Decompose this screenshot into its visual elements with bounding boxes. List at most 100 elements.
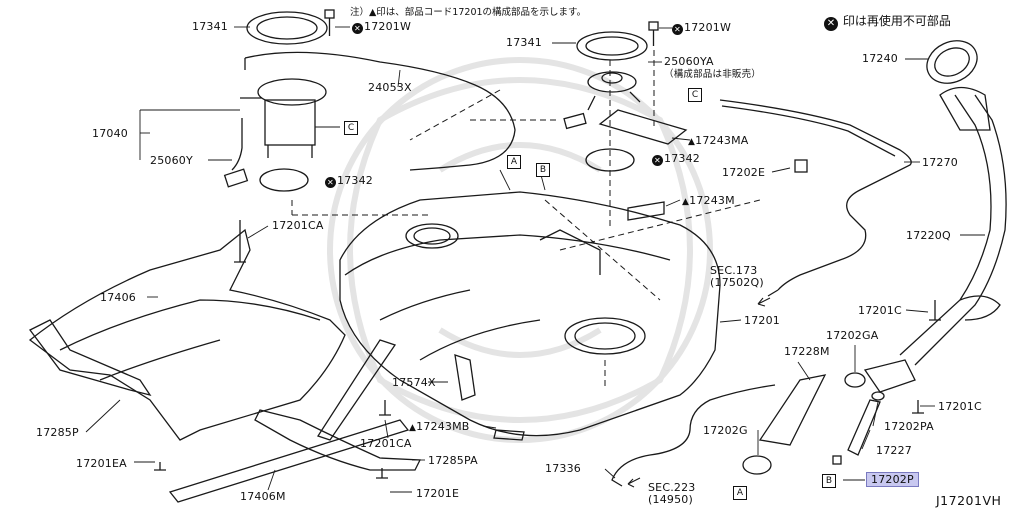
ref-box-c-right: C xyxy=(688,88,702,102)
ref-box-c-left: C xyxy=(344,121,358,135)
strap-17406m xyxy=(168,419,410,503)
section-ref-173-part: (17502Q) xyxy=(710,276,764,289)
part-label-17040[interactable]: 17040 xyxy=(92,127,128,140)
clip-17202e xyxy=(794,159,808,173)
part-label-17228m[interactable]: 17228M xyxy=(784,345,830,358)
part-label-17201c-top[interactable]: 17201C xyxy=(858,304,902,317)
part-label-17342-left[interactable]: ✕17342 xyxy=(325,174,373,188)
part-label-17341-right[interactable]: 17341 xyxy=(506,36,542,49)
part-label-17227[interactable]: 17227 xyxy=(876,444,912,457)
triangle-mark: ▲ xyxy=(682,197,690,207)
part-label-17202e[interactable]: 17202E xyxy=(722,166,766,179)
part-label-17202ga[interactable]: 17202GA xyxy=(826,329,879,342)
part-label-17406m[interactable]: 17406M xyxy=(240,490,286,503)
part-label-17201w-right[interactable]: ✕17201W xyxy=(672,21,731,35)
part-number: 17201W xyxy=(364,20,412,33)
part-label-17201ca-bottom[interactable]: 17201CA xyxy=(360,437,412,450)
part-note-25060ya: （構成部品は非販売） xyxy=(664,69,762,80)
heat-insulator-17406 xyxy=(28,228,346,441)
watermark-emblem xyxy=(327,57,713,443)
legend-text: 印は再使用不可部品 xyxy=(842,14,951,28)
part-label-17285p[interactable]: 17285P xyxy=(36,426,79,439)
part-label-17240[interactable]: 17240 xyxy=(862,52,898,65)
triangle-mark: ▲ xyxy=(409,423,417,433)
section-ref-223[interactable]: SEC.223 xyxy=(648,481,696,494)
not-reusable-icon: ✕ xyxy=(672,24,683,35)
part-label-17243ma[interactable]: ▲17243MA xyxy=(688,134,749,149)
part-label-17406[interactable]: 17406 xyxy=(100,291,136,304)
fuel-gauge-cap-25060ya xyxy=(587,71,641,111)
part-label-17220q[interactable]: 17220Q xyxy=(906,229,951,242)
not-reusable-icon: ✕ xyxy=(824,17,838,31)
pad-17243ma xyxy=(598,109,688,145)
part-label-17201ea[interactable]: 17201EA xyxy=(76,457,127,470)
part-label-17270[interactable]: 17270 xyxy=(922,156,958,169)
hose-17228m xyxy=(758,374,827,446)
part-label-17243m[interactable]: ▲17243M xyxy=(682,194,735,209)
vent-tube-17270 xyxy=(719,99,912,291)
legend: ✕ 印は再使用不可部品 xyxy=(824,12,951,31)
section-ref-223-part: (14950) xyxy=(648,493,693,506)
not-reusable-icon: ✕ xyxy=(352,23,363,34)
bracket-17574x xyxy=(454,354,476,401)
seal-ring-17341-left xyxy=(246,11,328,45)
pad-17243mb xyxy=(493,429,525,441)
harness-24053x xyxy=(244,51,516,171)
bolt-17201w-right xyxy=(648,21,659,46)
ref-box-a-top: A xyxy=(507,155,521,169)
part-label-17201e[interactable]: 17201E xyxy=(416,487,460,500)
part-label-17201ca-top[interactable]: 17201CA xyxy=(272,219,324,232)
part-label-17341-left[interactable]: 17341 xyxy=(192,20,228,33)
part-label-25060y[interactable]: 25060Y xyxy=(150,154,193,167)
pad-17243m xyxy=(627,201,665,221)
part-number: 17201W xyxy=(684,21,732,34)
part-label-17574x[interactable]: 17574X xyxy=(392,376,436,389)
part-label-17201[interactable]: 17201 xyxy=(744,314,780,327)
triangle-mark: ▲ xyxy=(688,137,696,147)
not-reusable-icon: ✕ xyxy=(652,155,663,166)
bolt-17201w-left xyxy=(324,9,335,36)
part-label-17342-right[interactable]: ✕17342 xyxy=(652,152,700,166)
tube-17336 xyxy=(611,384,776,487)
clamp-17202pa xyxy=(871,391,885,401)
part-label-25060ya[interactable]: 25060YA xyxy=(664,55,714,68)
part-number: 17243MB xyxy=(416,420,470,433)
leader-lines xyxy=(85,26,985,493)
fuel-level-sender-25060y xyxy=(223,118,249,188)
not-reusable-icon: ✕ xyxy=(325,177,336,188)
fuel-tank-17201 xyxy=(339,191,721,437)
part-label-17202p-highlighted[interactable]: 17202P xyxy=(866,472,919,487)
hose-17227 xyxy=(847,399,881,456)
shield-17285pa xyxy=(254,409,422,471)
seal-ring-17341-right xyxy=(576,31,648,61)
clamp-17202g xyxy=(742,455,772,475)
bracket-17285p xyxy=(29,319,152,397)
part-label-17336[interactable]: 17336 xyxy=(545,462,581,475)
header-note: 注）▲印は、部品コード17201の構成部品を示します。 xyxy=(350,7,587,18)
part-label-17202pa[interactable]: 17202PA xyxy=(884,420,934,433)
ref-box-b-bottom: B xyxy=(822,474,836,488)
leader-dashes xyxy=(291,50,761,390)
part-number: 17243M xyxy=(689,194,735,207)
bolts xyxy=(154,220,941,479)
clip-17202p xyxy=(832,455,842,465)
part-number: 17342 xyxy=(337,174,373,187)
part-label-24053x[interactable]: 24053X xyxy=(368,81,412,94)
ref-box-b-top: B xyxy=(536,163,550,177)
clamp-17202ga xyxy=(844,372,866,388)
section-ref-173[interactable]: SEC.173 xyxy=(710,264,758,277)
part-label-17201w-left[interactable]: ✕17201W xyxy=(352,20,411,34)
part-label-17285pa[interactable]: 17285PA xyxy=(428,454,478,467)
part-label-17243mb[interactable]: ▲17243MB xyxy=(409,420,470,435)
part-label-17201c-bottom[interactable]: 17201C xyxy=(938,400,982,413)
part-number: 17342 xyxy=(664,152,700,165)
fuel-pump-module-17040 xyxy=(240,78,327,158)
o-ring-17342-left xyxy=(259,168,309,192)
part-number: 17243MA xyxy=(695,134,749,147)
part-label-17202g[interactable]: 17202G xyxy=(703,424,748,437)
filler-cap-17240 xyxy=(926,40,978,84)
section-arrows xyxy=(627,297,771,488)
diagram-id: J17201VH xyxy=(936,493,1002,508)
